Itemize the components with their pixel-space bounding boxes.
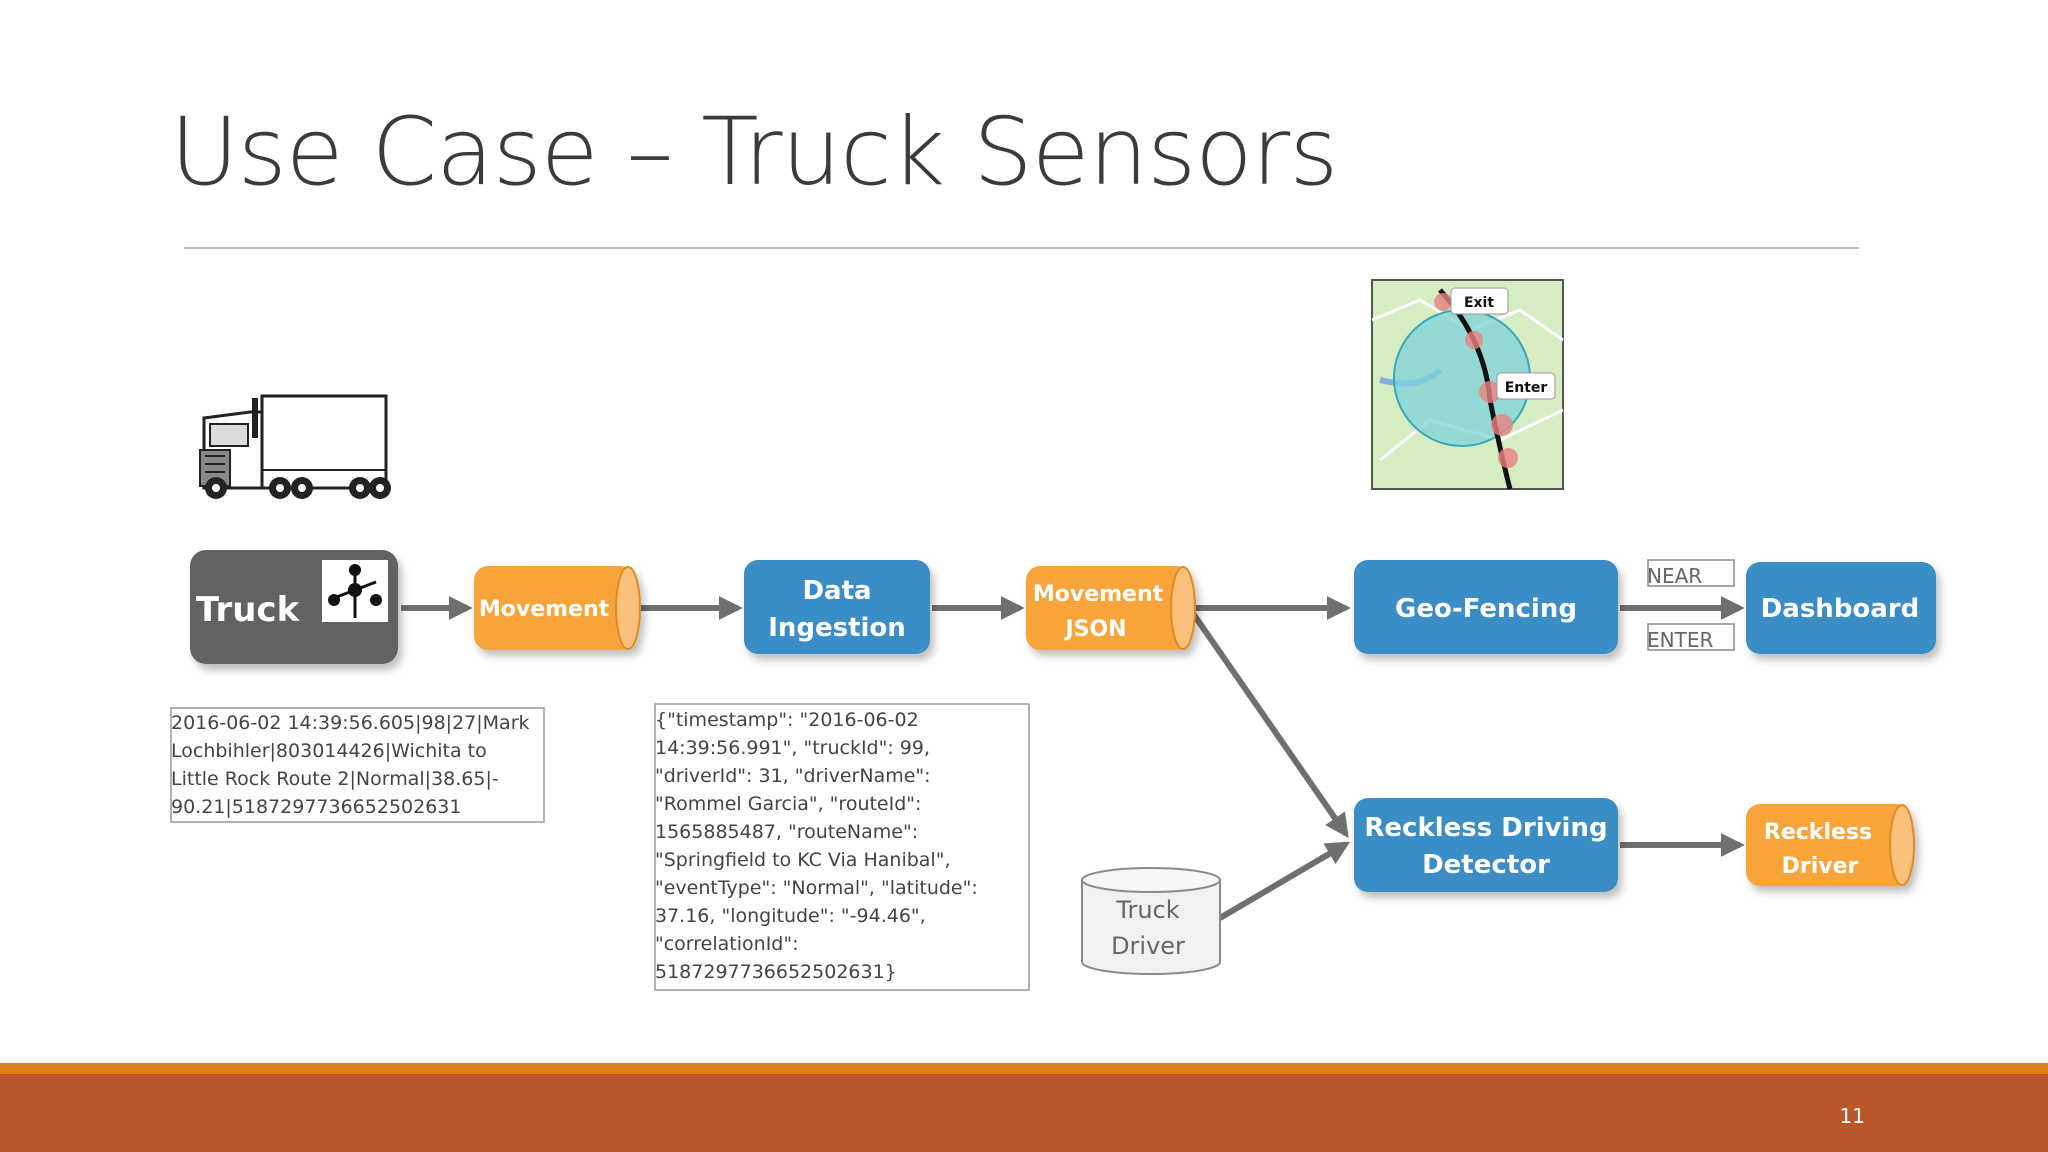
- dashboard-node: [1746, 562, 1936, 654]
- reckless-detector-label-2: Detector: [1422, 850, 1550, 880]
- reckless-driver-topic-node: [1746, 804, 1915, 886]
- raw-sample-text: 2016-06-02 14:39:56.605|98|27|Mark Lochb…: [171, 712, 536, 818]
- truck-node-label: Truck: [196, 590, 301, 630]
- json-sample-box: [654, 703, 1030, 991]
- title-divider: [184, 247, 1859, 249]
- reckless-driver-label-2: Driver: [1782, 854, 1859, 879]
- arrow-driver-to-detector: [1218, 841, 1351, 921]
- dashboard-label: Dashboard: [1761, 594, 1920, 624]
- slide-title: Use Case – Truck Sensors: [170, 98, 1338, 207]
- arrow-json-to-detector: [1189, 610, 1349, 838]
- json-sample-line: "Rommel Garcia", "routeId":: [655, 793, 921, 815]
- truck-illustration-icon: [199, 394, 391, 499]
- movement-json-topic-node: [1026, 566, 1196, 650]
- truck-driver-label-2: Driver: [1111, 932, 1185, 960]
- near-label: NEAR: [1647, 564, 1702, 588]
- reckless-detector-label-1: Reckless Driving: [1364, 813, 1607, 843]
- reckless-detector-node: [1354, 798, 1618, 892]
- raw-sample-box: [170, 707, 545, 823]
- data-ingestion-node: [744, 560, 930, 654]
- enter-label-box: [1647, 623, 1735, 651]
- sensor-icon: [322, 560, 388, 622]
- truck-driver-label-1: Truck: [1115, 896, 1179, 924]
- geofence-map-thumbnail: Exit Enter: [1371, 279, 1564, 490]
- json-sample-line: 14:39:56.991", "truckId": 99,: [655, 737, 930, 759]
- json-sample-line: "correlationId":: [655, 933, 799, 955]
- footer-bar: [0, 1074, 2048, 1152]
- raw-sample-line: 90.21|5187297736652502631: [171, 796, 461, 818]
- footer-accent: [0, 1063, 2048, 1074]
- json-sample-line: "eventType": "Normal", "latitude":: [655, 877, 978, 899]
- geo-fencing-node: [1354, 560, 1618, 654]
- page-number: 11: [1839, 1104, 1865, 1128]
- enter-label: ENTER: [1647, 628, 1713, 652]
- json-sample-line: 5187297736652502631}: [655, 961, 897, 983]
- truck-driver-database-icon: [1081, 867, 1221, 975]
- movement-label: Movement: [479, 597, 610, 622]
- data-ingestion-label-1: Data: [802, 576, 871, 606]
- reckless-driver-label-1: Reckless: [1764, 820, 1872, 845]
- raw-sample-line: Lochbihler|803014426|Wichita to: [171, 740, 487, 762]
- raw-sample-line: 2016-06-02 14:39:56.605|98|27|Mark: [171, 712, 530, 734]
- map-exit-label: Exit: [1464, 295, 1494, 311]
- movement-topic-node: [474, 566, 641, 650]
- json-sample-line: {"timestamp": "2016-06-02: [655, 709, 919, 731]
- movement-json-label-2: JSON: [1063, 617, 1126, 642]
- near-label-box: [1647, 559, 1735, 587]
- json-sample-line: 37.16, "longitude": "-94.46",: [655, 905, 926, 927]
- raw-sample-line: Little Rock Route 2|Normal|38.65|-: [171, 768, 499, 790]
- json-sample-line: 1565885487, "routeName":: [655, 821, 918, 843]
- json-sample-line: "Springfield to KC Via Hanibal",: [655, 849, 950, 871]
- map-enter-label: Enter: [1505, 380, 1548, 396]
- geo-fencing-label: Geo-Fencing: [1395, 594, 1577, 624]
- json-sample-text: {"timestamp": "2016-06-02 14:39:56.991",…: [655, 709, 984, 983]
- data-ingestion-label-2: Ingestion: [768, 613, 906, 643]
- movement-json-label-1: Movement: [1033, 582, 1164, 607]
- json-sample-line: "driverId": 31, "driverName":: [655, 765, 931, 787]
